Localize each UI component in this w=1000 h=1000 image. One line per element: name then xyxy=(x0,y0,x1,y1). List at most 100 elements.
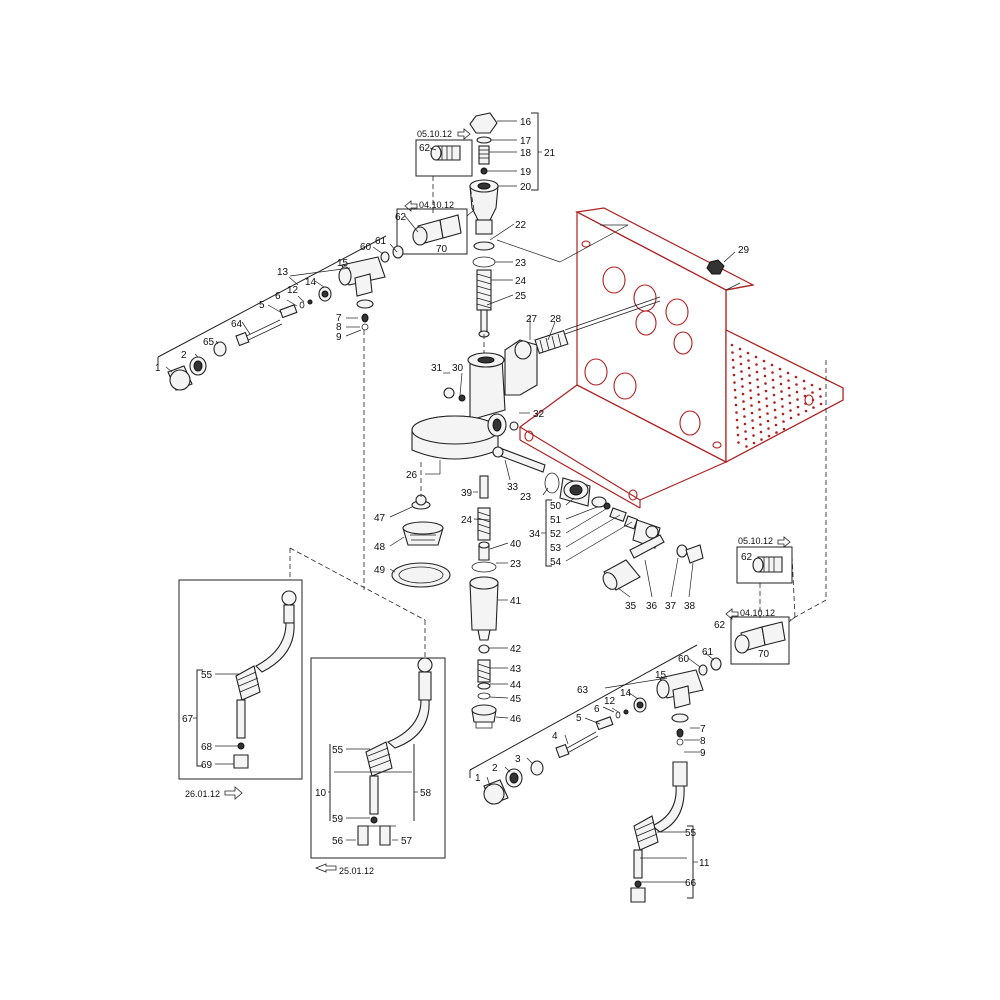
label-19: 19 xyxy=(520,167,532,178)
perforation-dot xyxy=(731,351,734,354)
label-59: 59 xyxy=(332,814,344,825)
perforation-dot xyxy=(770,363,774,367)
label-65: 65 xyxy=(203,337,215,348)
label-29: 29 xyxy=(738,245,750,256)
perforation-dot xyxy=(755,363,758,366)
label-55-b: 55 xyxy=(332,745,344,756)
perforation-dot xyxy=(788,401,792,405)
label-66: 66 xyxy=(685,878,697,889)
label-35: 35 xyxy=(625,601,637,612)
label-46: 46 xyxy=(510,714,522,725)
perforation-dot xyxy=(787,379,790,382)
label-24-low: 24 xyxy=(461,515,473,526)
date-05-10-12-right: 05.10.12 xyxy=(738,536,773,546)
perforation-dot xyxy=(743,415,746,418)
perforation-dot xyxy=(811,391,814,394)
label-64: 64 xyxy=(231,319,243,330)
label-70-a: 70 xyxy=(436,244,448,255)
perforation-dot xyxy=(765,397,768,400)
perforation-dot xyxy=(732,373,736,377)
label-24-top: 24 xyxy=(515,276,527,287)
perforation-dot xyxy=(767,434,771,438)
label-17: 17 xyxy=(520,136,532,147)
label-52: 52 xyxy=(550,529,562,540)
perforation-dot xyxy=(771,378,775,382)
perforation-dot xyxy=(740,370,743,373)
label-22: 22 xyxy=(515,220,527,231)
label-6-b: 6 xyxy=(594,704,600,715)
label-12-a: 12 xyxy=(287,285,299,296)
part-29-nut xyxy=(706,251,736,275)
perforation-dot xyxy=(737,441,740,444)
label-15-b: 15 xyxy=(655,670,667,681)
perforation-dot xyxy=(803,387,806,390)
label-48: 48 xyxy=(374,542,386,553)
label-23-low: 23 xyxy=(510,559,522,570)
perforation-dot xyxy=(789,409,792,412)
label-61-a: 61 xyxy=(375,236,387,247)
perforation-dot xyxy=(795,383,798,386)
label-4: 4 xyxy=(552,731,558,742)
perforation-dot xyxy=(804,402,807,405)
label-9-a: 9 xyxy=(336,332,342,343)
label-62-b: 62 xyxy=(395,212,407,223)
perforation-dot xyxy=(747,359,750,362)
label-11: 11 xyxy=(699,858,710,869)
label-32: 32 xyxy=(533,409,545,420)
perforation-dot xyxy=(743,422,747,426)
perforation-dot xyxy=(774,416,777,419)
date-26-01-12: 26.01.12 xyxy=(185,789,220,799)
perforation-dot xyxy=(757,400,761,404)
perforation-dot xyxy=(735,411,738,414)
label-62-d: 62 xyxy=(714,620,726,631)
label-14-a: 14 xyxy=(305,277,317,288)
label-43: 43 xyxy=(510,664,522,675)
date-04-10-12-top: 04.10.12 xyxy=(419,200,454,210)
label-14-b: 14 xyxy=(620,688,632,699)
label-1-b: 1 xyxy=(475,773,481,784)
label-13: 13 xyxy=(277,267,289,278)
label-9-b: 9 xyxy=(700,748,706,759)
perforation-dot xyxy=(750,411,754,415)
label-44: 44 xyxy=(510,680,522,691)
perforation-dot xyxy=(736,433,740,437)
perforation-dot xyxy=(781,412,785,416)
perforation-dot xyxy=(758,415,762,419)
wand-box-67 xyxy=(178,547,426,800)
perforation-dot xyxy=(788,394,791,397)
label-12-b: 12 xyxy=(604,696,616,707)
label-23-top: 23 xyxy=(515,258,527,269)
perforation-dot xyxy=(764,382,767,385)
date-04-10-12-right: 04.10.12 xyxy=(740,608,775,618)
perforation-dot xyxy=(759,423,762,426)
brew-group xyxy=(389,296,661,588)
label-15-a: 15 xyxy=(337,258,349,269)
perforation-dot xyxy=(742,400,745,403)
label-61-b: 61 xyxy=(702,647,714,658)
label-40: 40 xyxy=(510,539,522,550)
perforation-dot xyxy=(780,390,783,393)
perforation-dot xyxy=(810,383,814,387)
perforation-dot xyxy=(757,393,760,396)
perforation-dot xyxy=(732,366,735,369)
label-6-a: 6 xyxy=(275,291,281,302)
label-38: 38 xyxy=(684,601,696,612)
label-10: 10 xyxy=(315,788,327,799)
perforation-dot xyxy=(765,404,769,408)
label-34: 34 xyxy=(529,529,541,540)
label-16: 16 xyxy=(520,117,532,128)
machine-frame xyxy=(518,207,844,509)
perforation-dot xyxy=(742,407,746,411)
perforation-dot xyxy=(819,395,822,398)
perforation-dot xyxy=(779,382,783,386)
perforation-dot xyxy=(803,394,807,398)
perforation-dot xyxy=(766,419,770,423)
label-25: 25 xyxy=(515,291,527,302)
perforation-dot xyxy=(812,406,815,409)
perforation-dot xyxy=(773,401,776,404)
label-18: 18 xyxy=(520,148,532,159)
label-51: 51 xyxy=(550,515,562,526)
perforation-dot xyxy=(771,371,774,374)
label-39: 39 xyxy=(461,488,473,499)
guide-lines xyxy=(425,224,827,621)
